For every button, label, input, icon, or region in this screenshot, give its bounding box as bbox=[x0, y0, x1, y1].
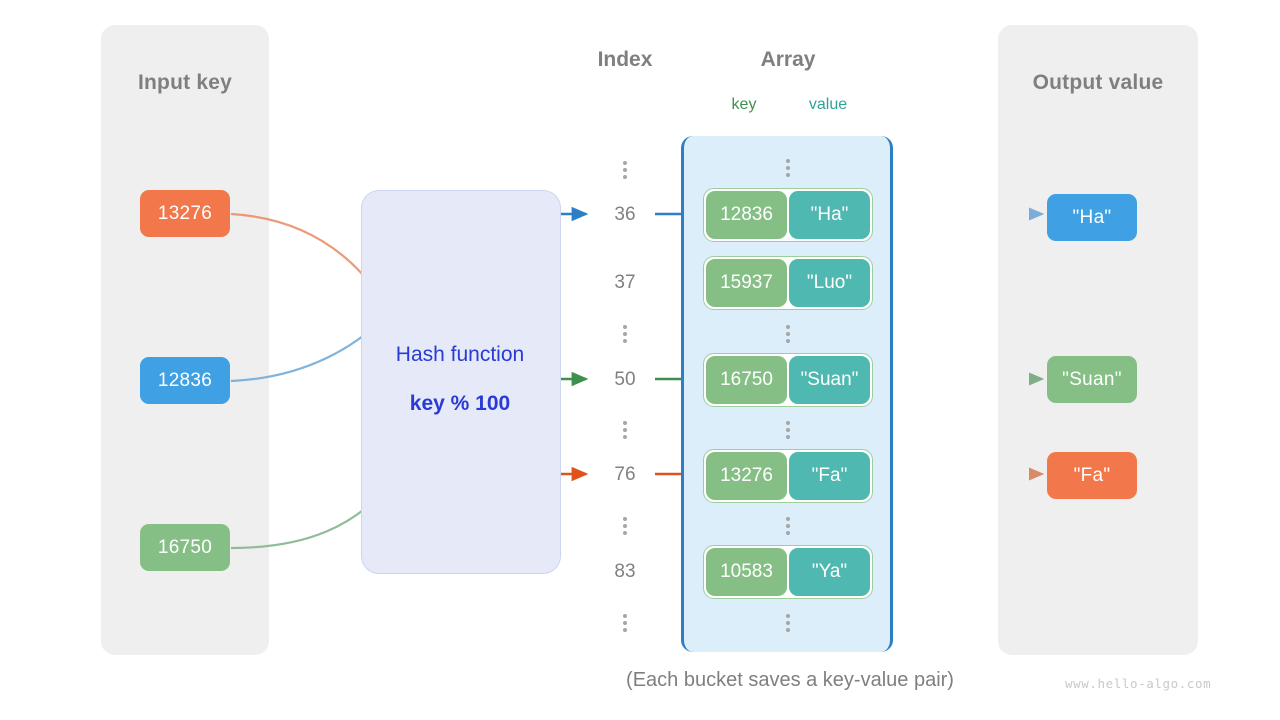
bucket-value: "Ha" bbox=[789, 191, 870, 239]
index-label-50: 50 bbox=[614, 369, 636, 390]
key-subheading: key bbox=[731, 96, 757, 113]
hash-function-box bbox=[361, 190, 561, 574]
bucket-key: 15937 bbox=[706, 259, 787, 307]
array-ellipsis bbox=[703, 322, 873, 346]
bucket-36[interactable]: 12836 "Ha" bbox=[703, 188, 873, 242]
index-label-37: 37 bbox=[614, 272, 636, 293]
hash-function-label: Hash function bbox=[395, 343, 525, 366]
watermark: www.hello-algo.com bbox=[1065, 676, 1212, 691]
bucket-key: 16750 bbox=[706, 356, 787, 404]
hash-function-formula: key % 100 bbox=[409, 392, 511, 415]
bucket-value: "Suan" bbox=[789, 356, 870, 404]
bucket-key: 10583 bbox=[706, 548, 787, 596]
index-label-83: 83 bbox=[614, 561, 636, 582]
index-ellipsis bbox=[595, 611, 655, 635]
array-ellipsis bbox=[703, 611, 873, 635]
array-ellipsis bbox=[703, 418, 873, 442]
index-column-heading: Index bbox=[597, 48, 653, 71]
input-key-panel-title: Input key bbox=[138, 71, 232, 94]
array-column-heading: Array bbox=[760, 48, 816, 71]
output-value-suan[interactable]: "Suan" bbox=[1047, 356, 1137, 403]
diagram-caption: (Each bucket saves a key-value pair) bbox=[626, 669, 954, 691]
index-label-36: 36 bbox=[614, 204, 636, 225]
bucket-key: 12836 bbox=[706, 191, 787, 239]
bucket-76[interactable]: 13276 "Fa" bbox=[703, 449, 873, 503]
bucket-value: "Luo" bbox=[789, 259, 870, 307]
input-key-12836[interactable]: 12836 bbox=[140, 357, 230, 404]
index-ellipsis bbox=[595, 158, 655, 182]
index-ellipsis bbox=[595, 418, 655, 442]
index-ellipsis bbox=[595, 322, 655, 346]
bucket-37[interactable]: 15937 "Luo" bbox=[703, 256, 873, 310]
bucket-83[interactable]: 10583 "Ya" bbox=[703, 545, 873, 599]
value-subheading: value bbox=[808, 96, 848, 113]
output-value-panel: Output value bbox=[998, 25, 1198, 655]
index-label-76: 76 bbox=[614, 464, 636, 485]
array-ellipsis bbox=[703, 514, 873, 538]
input-key-13276[interactable]: 13276 bbox=[140, 190, 230, 237]
bucket-value: "Ya" bbox=[789, 548, 870, 596]
bucket-value: "Fa" bbox=[789, 452, 870, 500]
array-ellipsis bbox=[703, 156, 873, 180]
bucket-50[interactable]: 16750 "Suan" bbox=[703, 353, 873, 407]
input-key-16750[interactable]: 16750 bbox=[140, 524, 230, 571]
output-value-ha[interactable]: "Ha" bbox=[1047, 194, 1137, 241]
output-value-fa[interactable]: "Fa" bbox=[1047, 452, 1137, 499]
bucket-key: 13276 bbox=[706, 452, 787, 500]
index-ellipsis bbox=[595, 514, 655, 538]
output-value-panel-title: Output value bbox=[1032, 71, 1164, 94]
